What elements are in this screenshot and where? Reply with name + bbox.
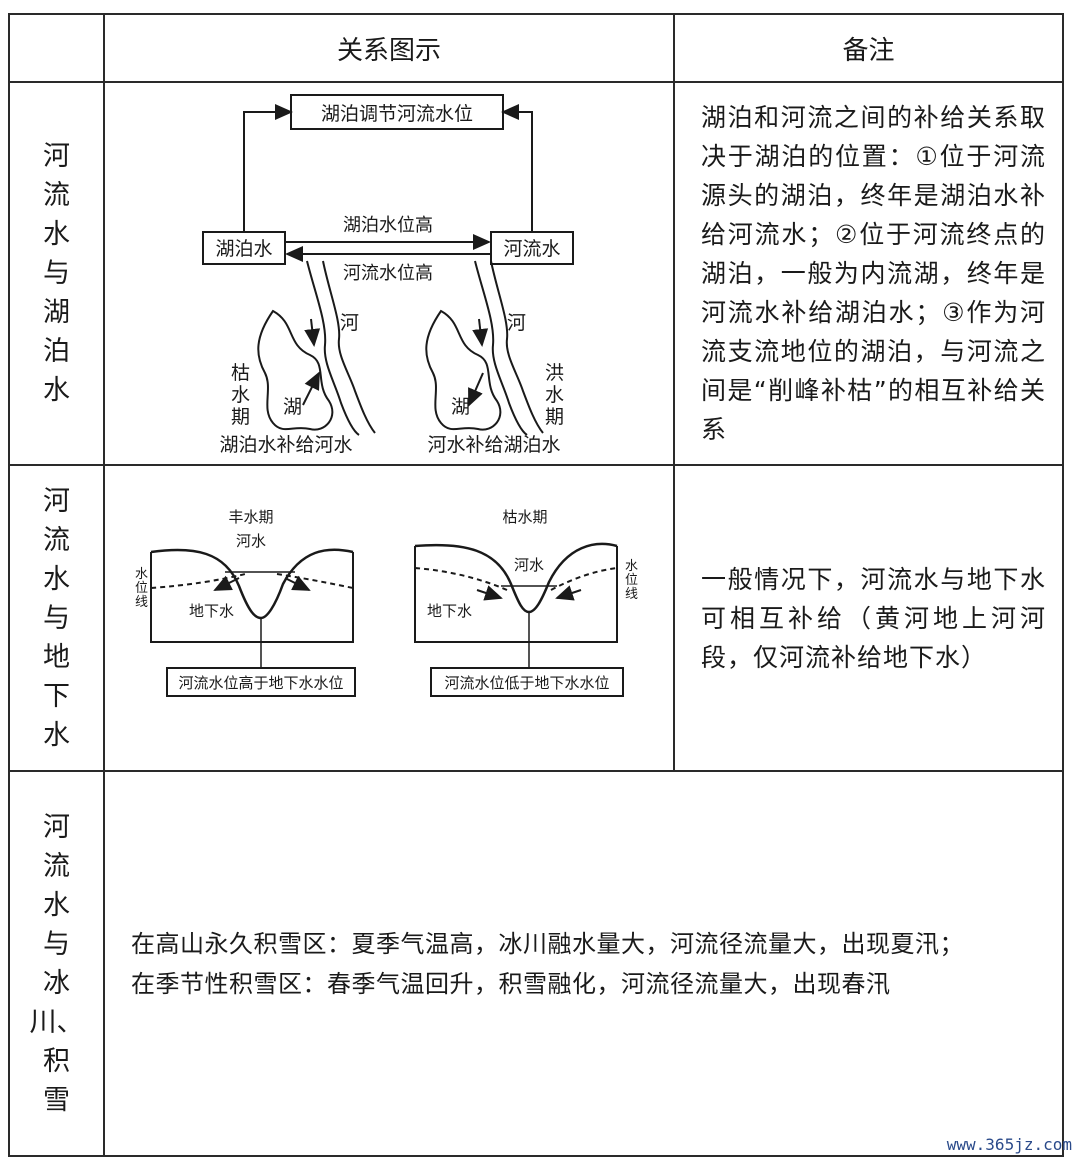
label-char: 雪 — [43, 1084, 70, 1116]
dry-level-char: 水 — [625, 559, 638, 574]
note-river-lake: 湖泊和河流之间的补给关系取决于湖泊的位置：①位于河流源头的湖泊，终年是湖泊水补给… — [673, 81, 1064, 466]
lake-water-label: 湖泊水 — [215, 238, 272, 260]
note-text: 一般情况下，河流水与地下水可相互补给（黄河地上河河段，仅河流补给地下水） — [701, 564, 1046, 672]
river-lake-diagram: 湖泊调节河流水位 湖泊水 河流水 湖泊水位高 河流水位高 — [202, 94, 574, 456]
right-period-char: 洪 — [545, 362, 564, 384]
diagram-river-groundwater: 丰水期 河水 地下水 水 位 线 河流水位高于地下水水位 — [103, 464, 675, 772]
label-char: 积 — [43, 1045, 70, 1077]
arrow-lake-to-regulate — [243, 104, 293, 232]
label-char: 泊 — [43, 336, 70, 367]
glacier-note-line: 在季节性积雪区：春季气温回升，积雪融化，河流径流量大，出现春汛 — [131, 969, 891, 998]
row-river-glacier: 河 流 水 与 冰 川、 积 雪 在高山永久积雪区：夏季气温高，冰川融水量大，河… — [8, 770, 1064, 1157]
flood-ground-label: 地下水 — [189, 602, 234, 620]
left-map-lake-label: 湖 — [283, 396, 302, 418]
flood-level-char: 位 — [135, 581, 148, 596]
lake-level-high-label: 湖泊水位高 — [343, 215, 433, 236]
dry-period-panel: 枯水期 河水 地下水 水 位 线 河流水位低于地下水水位 — [414, 508, 638, 697]
flood-period-panel: 丰水期 河水 地下水 水 位 线 河流水位高于地下水水位 — [135, 508, 356, 697]
note-text: 湖泊和河流之间的补给关系取决于湖泊的位置：①位于河流源头的湖泊，终年是湖泊水补给… — [701, 103, 1046, 444]
label-char: 湖 — [43, 297, 70, 328]
river-feeds-lake-map: 河 湖 洪 水 期 河水补给湖泊水 — [425, 260, 564, 456]
glacier-note-line: 在高山永久积雪区：夏季气温高，冰川融水量大，河流径流量大，出现夏汛； — [131, 929, 964, 958]
flood-river-label: 河水 — [236, 532, 266, 550]
right-map-caption: 河水补给湖泊水 — [427, 434, 560, 456]
label-char: 水 — [43, 219, 70, 250]
top-box-label: 湖泊调节河流水位 — [321, 103, 473, 125]
left-map-river-label: 河 — [340, 312, 359, 334]
right-map-lake-label: 湖 — [451, 396, 470, 418]
label-char: 冰 — [43, 967, 70, 999]
river-groundwater-diagram: 丰水期 河水 地下水 水 位 线 河流水位高于地下水水位 — [135, 508, 638, 697]
note-river-glacier: 在高山永久积雪区：夏季气温高，冰川融水量大，河流径流量大，出现夏汛； 在季节性积… — [103, 770, 1064, 1157]
flood-period-label: 丰水期 — [228, 508, 273, 526]
label-char: 流 — [43, 180, 70, 211]
label-char: 与 — [43, 258, 70, 289]
label-char: 水 — [43, 889, 70, 921]
relationship-table: 关系图示 备注 河 流 水 与 湖 泊 水 湖泊调节河流水位 — [8, 13, 1064, 1157]
row-label-river-glacier: 河 流 水 与 冰 川、 积 雪 — [8, 770, 105, 1157]
note-river-groundwater: 一般情况下，河流水与地下水可相互补给（黄河地上河河段，仅河流补给地下水） — [673, 464, 1064, 772]
dry-level-char: 位 — [625, 573, 638, 588]
label-char: 河 — [43, 811, 70, 843]
watermark: www.365jz.com — [946, 1135, 1072, 1154]
flood-level-char: 水 — [135, 567, 148, 582]
header-diagram: 关系图示 — [103, 13, 675, 83]
lake-feeds-river-map: 河 湖 枯 水 期 湖泊水补给河水 — [219, 260, 376, 456]
right-period-char: 期 — [545, 406, 564, 428]
diagram-river-lake: 湖泊调节河流水位 湖泊水 河流水 湖泊水位高 河流水位高 — [103, 81, 675, 466]
dry-river-label: 河水 — [514, 556, 544, 574]
label-char: 与 — [43, 928, 70, 960]
label-char: 水 — [43, 563, 70, 595]
label-char: 地 — [43, 641, 70, 673]
flood-caption: 河流水位高于地下水水位 — [178, 674, 343, 692]
row-river-lake: 河 流 水 与 湖 泊 水 湖泊调节河流水位 湖泊水 — [8, 81, 1064, 466]
left-period-char: 枯 — [231, 362, 250, 384]
right-map-river-label: 河 — [507, 312, 526, 334]
left-period-char: 水 — [231, 384, 250, 406]
row-river-groundwater: 河 流 水 与 地 下 水 丰水期 — [8, 464, 1064, 772]
right-period-char: 水 — [545, 384, 564, 406]
label-char: 河 — [43, 485, 70, 517]
label-char: 河 — [43, 141, 70, 172]
river-water-label: 河流水 — [503, 238, 560, 260]
dry-level-char: 线 — [625, 587, 638, 602]
label-char: 流 — [43, 850, 70, 882]
dry-caption: 河流水位低于地下水水位 — [444, 674, 609, 692]
dry-ground-label: 地下水 — [427, 602, 472, 620]
header-row: 关系图示 备注 — [8, 13, 1064, 83]
left-map-caption: 湖泊水补给河水 — [219, 434, 352, 456]
label-char: 流 — [43, 524, 70, 556]
label-char: 水 — [43, 375, 70, 406]
flood-level-char: 线 — [135, 595, 148, 610]
header-note: 备注 — [673, 13, 1064, 83]
river-level-high-label: 河流水位高 — [343, 263, 433, 284]
label-char: 水 — [43, 719, 70, 751]
header-empty-cell — [8, 13, 105, 83]
label-char: 与 — [43, 602, 70, 634]
row-label-river-groundwater: 河 流 水 与 地 下 水 — [8, 464, 105, 772]
dry-period-label: 枯水期 — [502, 508, 547, 526]
arrow-river-to-regulate — [501, 104, 533, 232]
label-char: 下 — [43, 680, 70, 712]
row-label-river-lake: 河 流 水 与 湖 泊 水 — [8, 81, 105, 466]
left-period-char: 期 — [231, 406, 250, 428]
label-char: 川、 — [29, 1006, 84, 1038]
